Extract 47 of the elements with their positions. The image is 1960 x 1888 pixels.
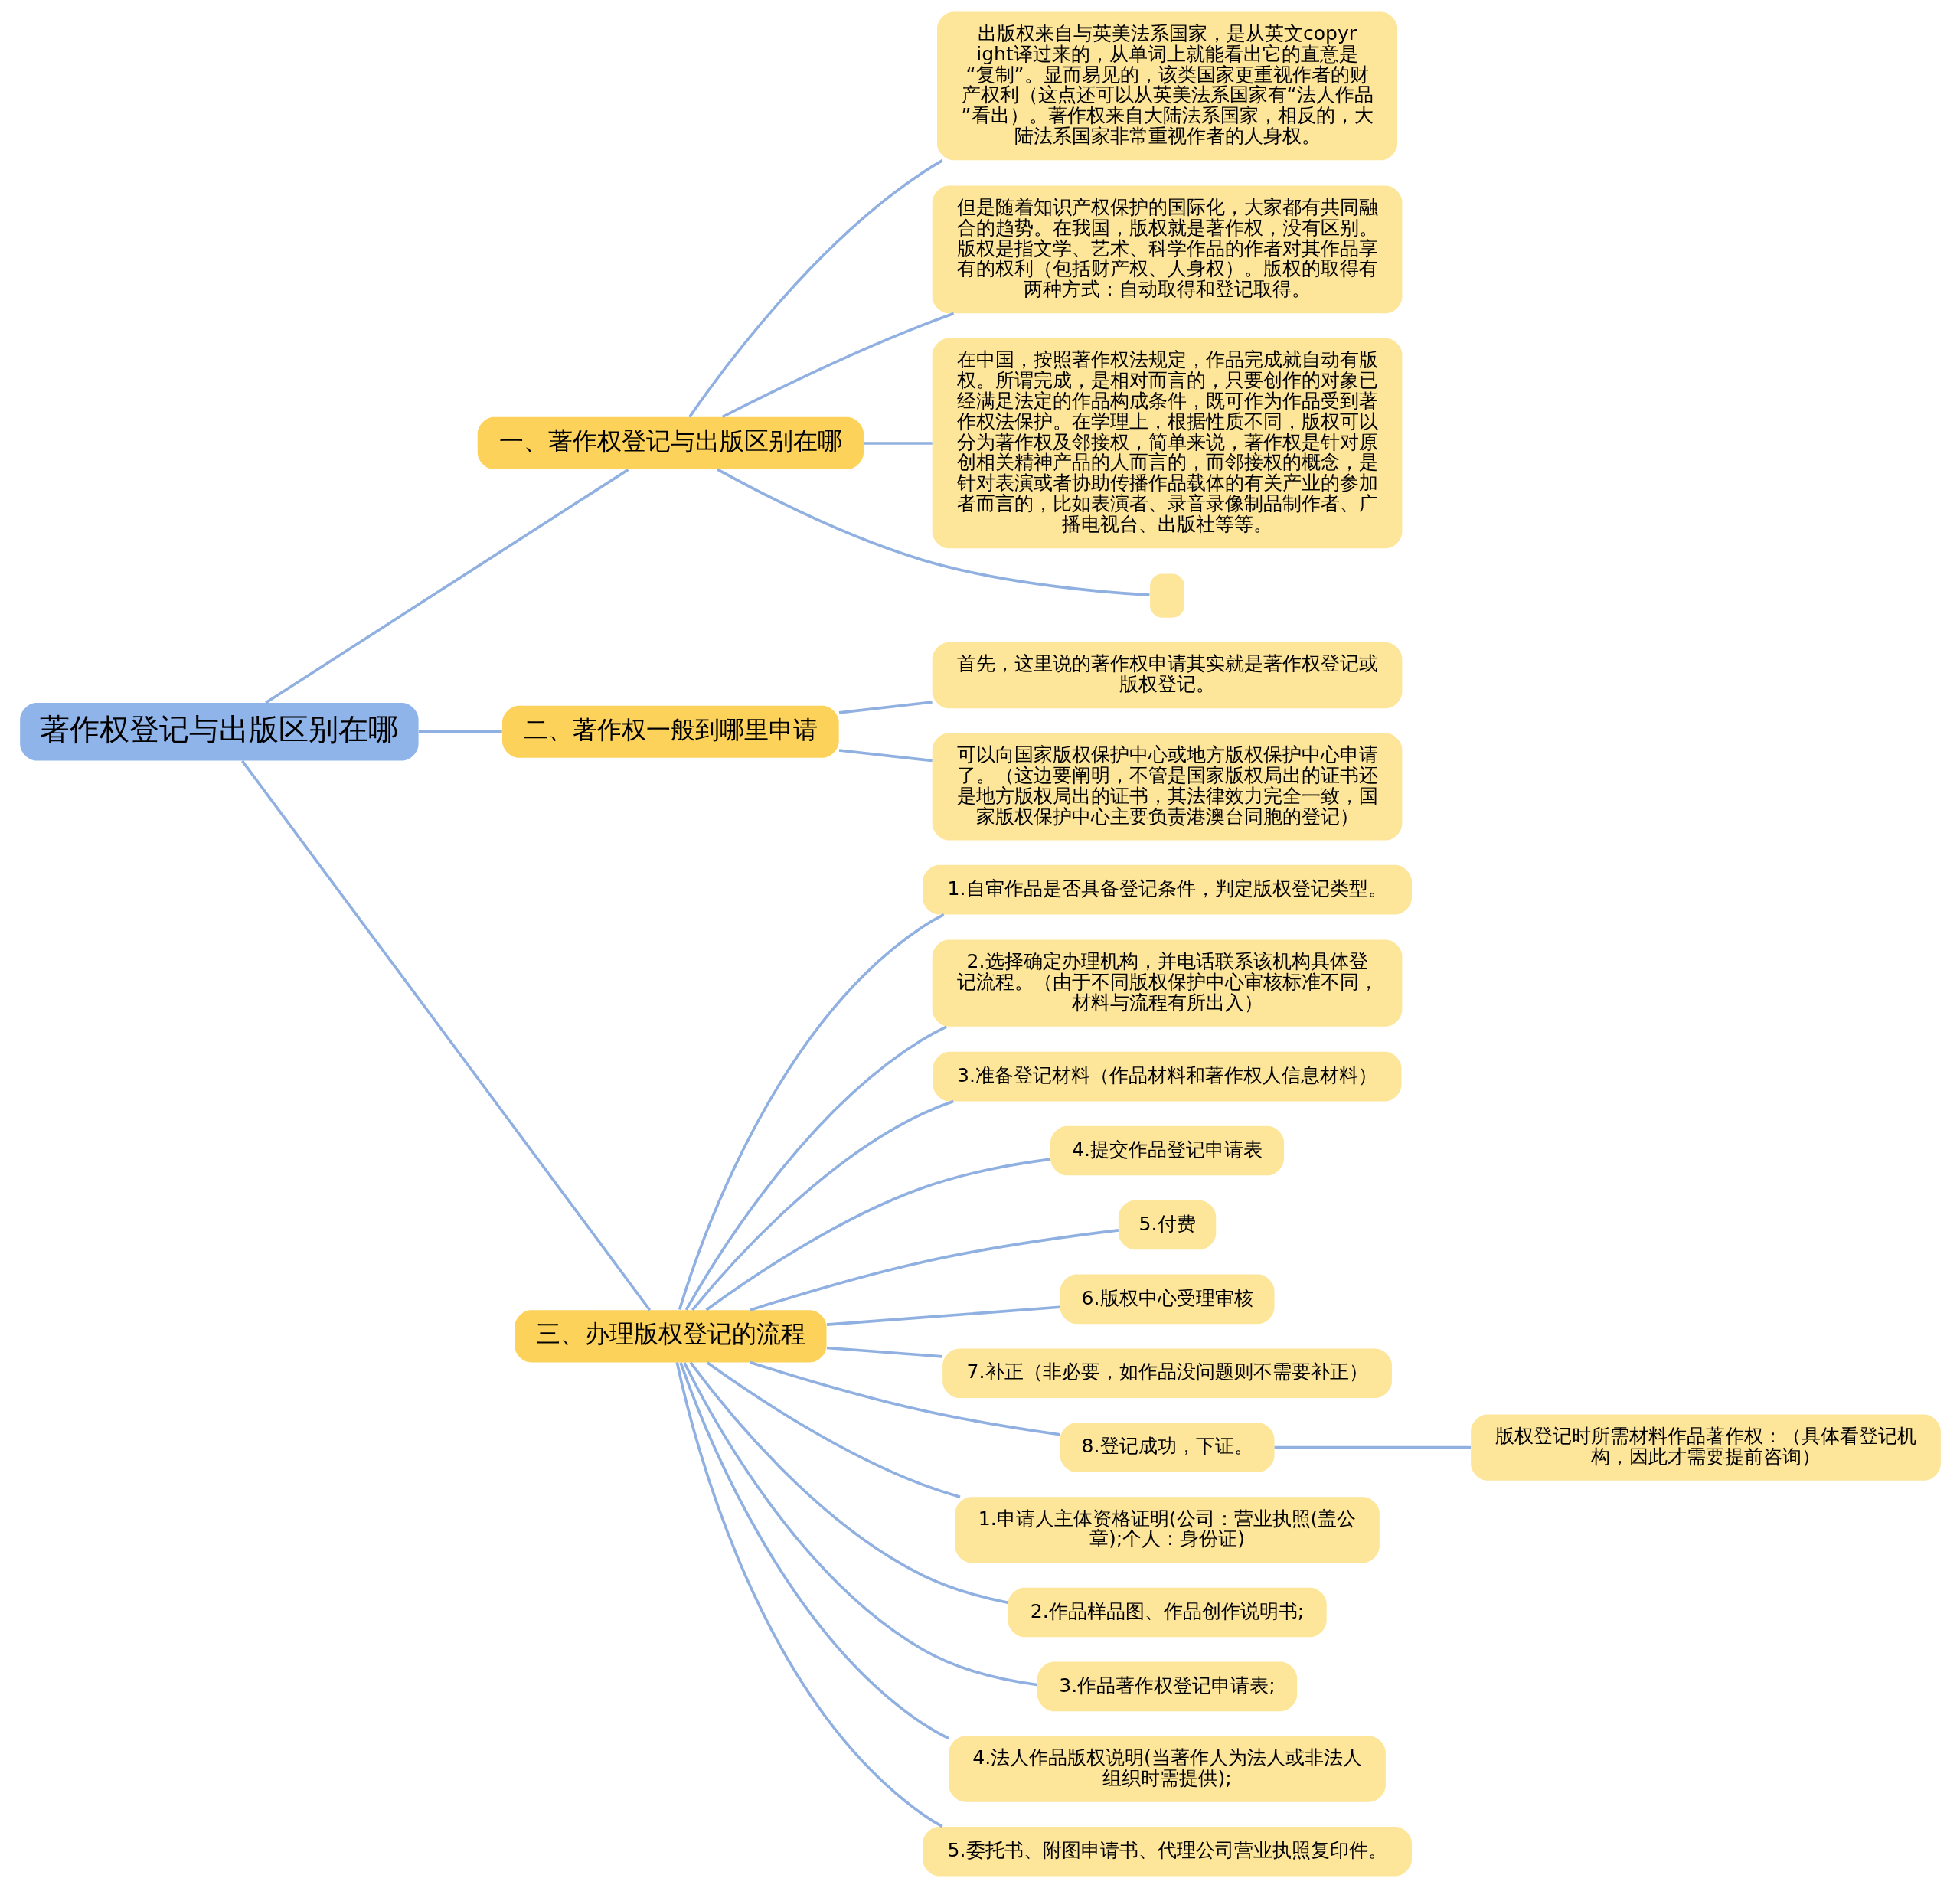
node-box: 5.委托书、附图申请书、代理公司营业执照复印件。: [922, 1826, 1412, 1877]
connector: [678, 1362, 949, 1740]
node-box: 出版权来自与英美法系国家，是从英文copyright译过来的，从单词上就能看出它的直意是“复制”。显而易见的，该类国家更重视作者的财产权利（这点还可以从英美法系国家有“法人作品”看出）。著作权来自大陆法系国家，相反的，大陆法系国家非常重视作者的人身权。: [936, 11, 1397, 161]
connector: [706, 1361, 961, 1498]
node-box: 1.自审作品是否具备登记条件，判定版权登记类型。: [922, 864, 1412, 915]
node-box: 3.作品著作权登记申请表;: [1037, 1661, 1297, 1712]
connector: [721, 312, 954, 419]
node-box: 版权登记时所需材料作品著作权：（具体看登记机构，因此才需要提前咨询）: [1470, 1414, 1941, 1481]
node-box: 8.登记成功，下证。: [1060, 1423, 1274, 1472]
node-box: 6.版权中心受理审核: [1060, 1274, 1274, 1325]
node-box: 一、著作权登记与出版区别在哪: [477, 416, 864, 469]
connector: [826, 1346, 942, 1358]
connector: [240, 759, 651, 1311]
node-box: 但是随着知识产权保护的国际化，大家都有共同融合的趋势。在我国，版权就是著作权，没有区别。版权是指文学、艺术、科学作品的作者对其作品享有的权利（包括财产权、人身权）。版权的取得有两种方式：自动取得和登记取得。: [932, 185, 1402, 314]
connector: [838, 749, 933, 763]
node-box: 在中国，按照著作权法规定，作品完成就自动有版权。所谓完成，是相对而言的，只要创作的对象已经满足法定的作品构成条件，既可作为作品受到著作权法保护。在学理上，根据性质不同，版权可以分为著作权及邻接权，简单来说，著作权是针对原创相关精神产品的人而言的，而邻接权的概念，是针对表演或者协助传播作品载体的有关产业的参加者而言的，比如表演者、录音录像制品制作者、广播电视台、出版社等等。: [932, 338, 1402, 549]
node-box: 4.法人作品版权说明(当著作人为法人或非法人组织时需提供);: [948, 1736, 1386, 1802]
connector: [1274, 1445, 1471, 1449]
node-box: 4.提交作品登记申请表: [1050, 1125, 1284, 1176]
node-box: 3.准备登记材料（作品材料和著作权人信息材料）: [933, 1051, 1401, 1102]
connector: [678, 913, 945, 1311]
connector: [863, 442, 933, 445]
node-box: 2.作品样品图、作品创作说明书;: [1007, 1587, 1327, 1638]
connector: [675, 1362, 943, 1828]
node-box: 1.申请人主体资格证明(公司：营业执照(盖公章);个人：身份证): [954, 1497, 1380, 1563]
node-box: 可以向国家版权保护中心或地方版权保护中心申请了。（这边要阐明，不管是国家版权局出的证书还是地方版权局出的证书，其法律效力完全一致，国家版权保护中心主要负责港澳台同胞的登记）: [932, 733, 1402, 841]
connector: [838, 701, 933, 714]
connector: [264, 468, 629, 704]
node-box: 二、著作权一般到哪里申请: [501, 705, 839, 758]
connector: [418, 730, 502, 733]
connector: [688, 159, 943, 418]
connector: [688, 1361, 1008, 1604]
node-box: 著作权登记与出版区别在哪: [19, 703, 419, 761]
connector: [684, 1025, 947, 1311]
connector: [682, 1362, 1037, 1687]
connector: [749, 1229, 1119, 1311]
node-box: 三、办理版权登记的流程: [514, 1310, 826, 1363]
node-box: 5.付费: [1118, 1200, 1216, 1250]
connector: [749, 1360, 1060, 1436]
connector: [691, 1099, 954, 1311]
node-box: 7.补正（非必要，如作品没问题则不需要补正）: [942, 1348, 1392, 1399]
connector: [705, 1158, 1050, 1311]
node-box: 首先，这里说的著作权申请其实就是著作权登记或版权登记。: [932, 642, 1402, 709]
node-box: 2.选择确定办理机构，并电话联系该机构具体登记流程。（由于不同版权保护中心审核标准不同，材料与流程有所出入）: [932, 939, 1402, 1027]
connector: [826, 1305, 1060, 1326]
node-box: [1149, 573, 1184, 618]
connector: [716, 468, 1150, 596]
